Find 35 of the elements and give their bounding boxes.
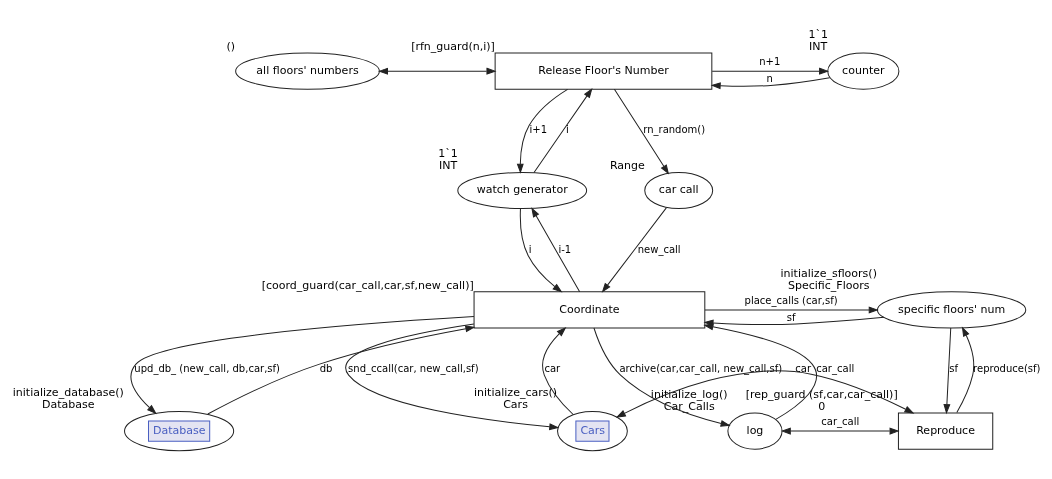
edge-label: upd_db_ (new_call, db,car,sf) [134, 362, 281, 374]
edge-label: i+1 [529, 123, 548, 135]
edge-label: db [319, 362, 333, 374]
edge-label: archive(car,car_call, new_call,sf) [619, 362, 783, 374]
edge-label: sf [949, 362, 958, 374]
node-label: 1`1 [438, 146, 458, 160]
edge-label: n [766, 72, 773, 84]
node-label: INT [809, 39, 828, 53]
node-label: [coord_guard(car_call,car,sf,new_call)] [261, 278, 474, 292]
node-label: Range [609, 158, 645, 172]
node-label: Car_Calls [663, 399, 715, 413]
edge-label: rn_random() [643, 123, 706, 135]
node-label: Cars [503, 397, 528, 411]
edge-label: place_calls (car,sf) [744, 294, 838, 306]
edge-label: car_call [816, 362, 855, 374]
edge-label: i-1 [558, 243, 572, 255]
node-label: initialize_sfloors() [780, 266, 877, 280]
edge-label: i [565, 123, 569, 135]
node-label: initialize_database() [12, 385, 124, 399]
node-label: Database [42, 397, 95, 411]
edge-label: car [544, 362, 561, 374]
edge-label: n+1 [759, 55, 781, 67]
edge-label: car_call [821, 415, 860, 427]
edge-label: snd_ccall(car, new_call,sf) [348, 362, 479, 374]
node-label: INT [439, 158, 458, 172]
edge-label: new_call [637, 243, 681, 255]
node-label: [rfn_guard(n,i)] [411, 39, 495, 53]
node-label: () [226, 39, 236, 53]
edge-label: car [795, 362, 812, 374]
edge-label: reproduce(sf) [973, 362, 1041, 374]
node-label: 1`1 [808, 27, 828, 41]
node-label: Specific_Floors [787, 278, 870, 292]
edge-label: sf [786, 311, 796, 323]
edge-label: i [528, 243, 532, 255]
node-label: 0 [818, 399, 826, 413]
